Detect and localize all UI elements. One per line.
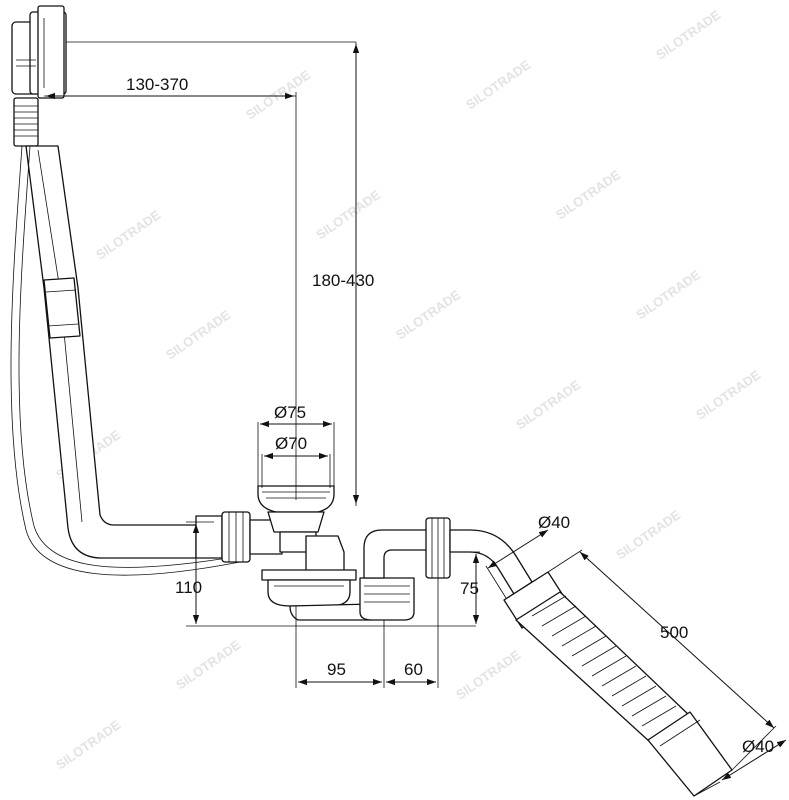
svg-text:SILOTRADE: SILOTRADE [513, 377, 583, 433]
svg-text:SILOTRADE: SILOTRADE [53, 717, 123, 773]
svg-text:SILOTRADE: SILOTRADE [243, 67, 313, 123]
svg-text:SILOTRADE: SILOTRADE [163, 307, 233, 363]
svg-text:SILOTRADE: SILOTRADE [93, 207, 163, 263]
dim-hose-top: Ø40 [538, 513, 570, 532]
dim-outlet-height: 75 [460, 579, 479, 598]
dim-outlet-offset: 60 [404, 660, 423, 679]
svg-text:SILOTRADE: SILOTRADE [313, 187, 383, 243]
dim-line-hose-top [487, 529, 549, 569]
flex-hose [503, 571, 733, 797]
dim-overflow-reach: 130-370 [126, 75, 188, 94]
overflow-nut [13, 97, 39, 147]
outlet-nut [425, 517, 533, 595]
bowden-cable [10, 145, 241, 576]
dim-drain-inner: Ø70 [275, 434, 307, 453]
svg-text:SILOTRADE: SILOTRADE [653, 7, 723, 63]
svg-text:SILOTRADE: SILOTRADE [693, 367, 763, 423]
overflow-head [11, 5, 67, 99]
svg-text:SILOTRADE: SILOTRADE [173, 637, 243, 693]
dim-line-hose-length [579, 551, 775, 729]
trap-bend [359, 529, 429, 621]
svg-text:SILOTRADE: SILOTRADE [453, 647, 523, 703]
dim-drain-outer: Ø75 [274, 403, 306, 422]
svg-text:SILOTRADE: SILOTRADE [553, 167, 623, 223]
svg-text:SILOTRADE: SILOTRADE [633, 267, 703, 323]
dim-trap-height: 110 [175, 578, 202, 597]
dim-trap-offset: 95 [327, 660, 346, 679]
drain-body [261, 535, 373, 621]
overflow-tee [195, 511, 283, 563]
dim-overflow-height: 180-430 [312, 271, 374, 290]
pipe-coupling [43, 277, 81, 339]
svg-text:SILOTRADE: SILOTRADE [463, 57, 533, 113]
watermark: SILOTRADE SILOTRADE SILOTRADE SILOTRADE … [53, 7, 763, 773]
dim-hose-length: 500 [660, 623, 688, 642]
svg-text:SILOTRADE: SILOTRADE [613, 507, 683, 563]
dim-hose-bottom: Ø40 [742, 737, 774, 756]
svg-text:SILOTRADE: SILOTRADE [393, 287, 463, 343]
dim-line-hose-bottom [721, 739, 787, 781]
